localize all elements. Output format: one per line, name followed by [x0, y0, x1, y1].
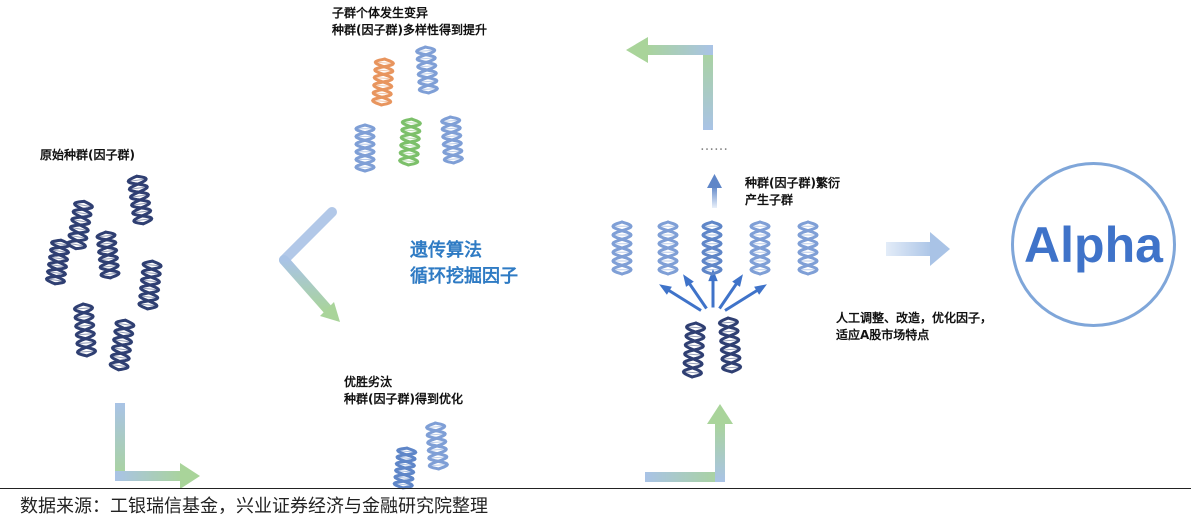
fan-arrow-head [683, 274, 694, 287]
fan-arrow-shaft [664, 286, 702, 312]
label-selection-2: 种群(因子群)得到优化 [344, 392, 463, 406]
dna-helix-icon [439, 115, 465, 165]
label-adjust-1: 人工调整、改造，优化因子， [836, 311, 993, 325]
dna-helix-icon [797, 220, 819, 276]
dna-helix-icon [749, 220, 771, 276]
dna-helix-icon [397, 117, 423, 167]
label-mutation-2: 种群(因子群)多样性得到提升 [332, 23, 487, 37]
label-selection-1: 优胜劣汰 [344, 375, 393, 389]
dna-helix-icon [66, 199, 94, 251]
ellipsis-text: …… [700, 138, 728, 154]
dna-helix-icon [108, 318, 136, 372]
dna-helix-icon [354, 123, 376, 173]
source-divider [0, 488, 1191, 489]
dna-helix-icon [657, 220, 679, 276]
dna-helix-icon [126, 174, 154, 226]
label-adjust-2: 适应A股市场特点 [836, 328, 930, 342]
dna-helix-icon [370, 57, 396, 107]
dna-helix-icon [717, 316, 743, 374]
flow-arrow-bottom-right [645, 404, 733, 482]
label-reproduce-2: 产生子群 [745, 193, 794, 207]
dna-helix-icon [44, 238, 72, 286]
label-reproduce-1: 种群(因子群)繁衍 [745, 176, 840, 190]
label-mutation-1: 子群个体发生变异 [332, 6, 429, 20]
alpha-circle: Alpha [1011, 162, 1176, 327]
fan-arrow-shaft [685, 279, 708, 310]
label-original-population: 原始种群(因子群) [40, 148, 135, 162]
fan-arrow-shaft [724, 286, 762, 312]
dna-helix-icon [611, 220, 633, 276]
flow-arrow-bottom-left [115, 403, 200, 489]
dna-helix-icon [681, 321, 707, 379]
arrow-to-alpha [886, 232, 950, 266]
up-arrow [707, 174, 722, 208]
fan-arrow-shaft [718, 279, 741, 310]
center-title: 遗传算法 循环挖掘因子 [410, 238, 518, 290]
center-title-line1: 遗传算法 [410, 240, 482, 261]
dna-helix-icon [392, 446, 418, 490]
source-note: 数据来源：工银瑞信基金，兴业证券经济与金融研究院整理 [20, 496, 488, 516]
dna-helix-icon [414, 45, 440, 95]
center-chevron [279, 207, 340, 322]
dna-helix-icon [72, 302, 98, 358]
helix-group [44, 45, 819, 490]
flow-arrow-top-right [626, 37, 713, 130]
alpha-label: Alpha [1024, 216, 1163, 273]
center-title-line2: 循环挖掘因子 [410, 266, 518, 287]
dna-helix-icon [95, 230, 121, 280]
dna-helix-icon [424, 421, 450, 471]
fan-arrow-head [754, 284, 767, 295]
dna-helix-icon [137, 259, 163, 311]
fan-arrow-head [659, 284, 672, 295]
fan-arrow-head [732, 274, 743, 287]
dna-helix-icon [701, 220, 723, 276]
